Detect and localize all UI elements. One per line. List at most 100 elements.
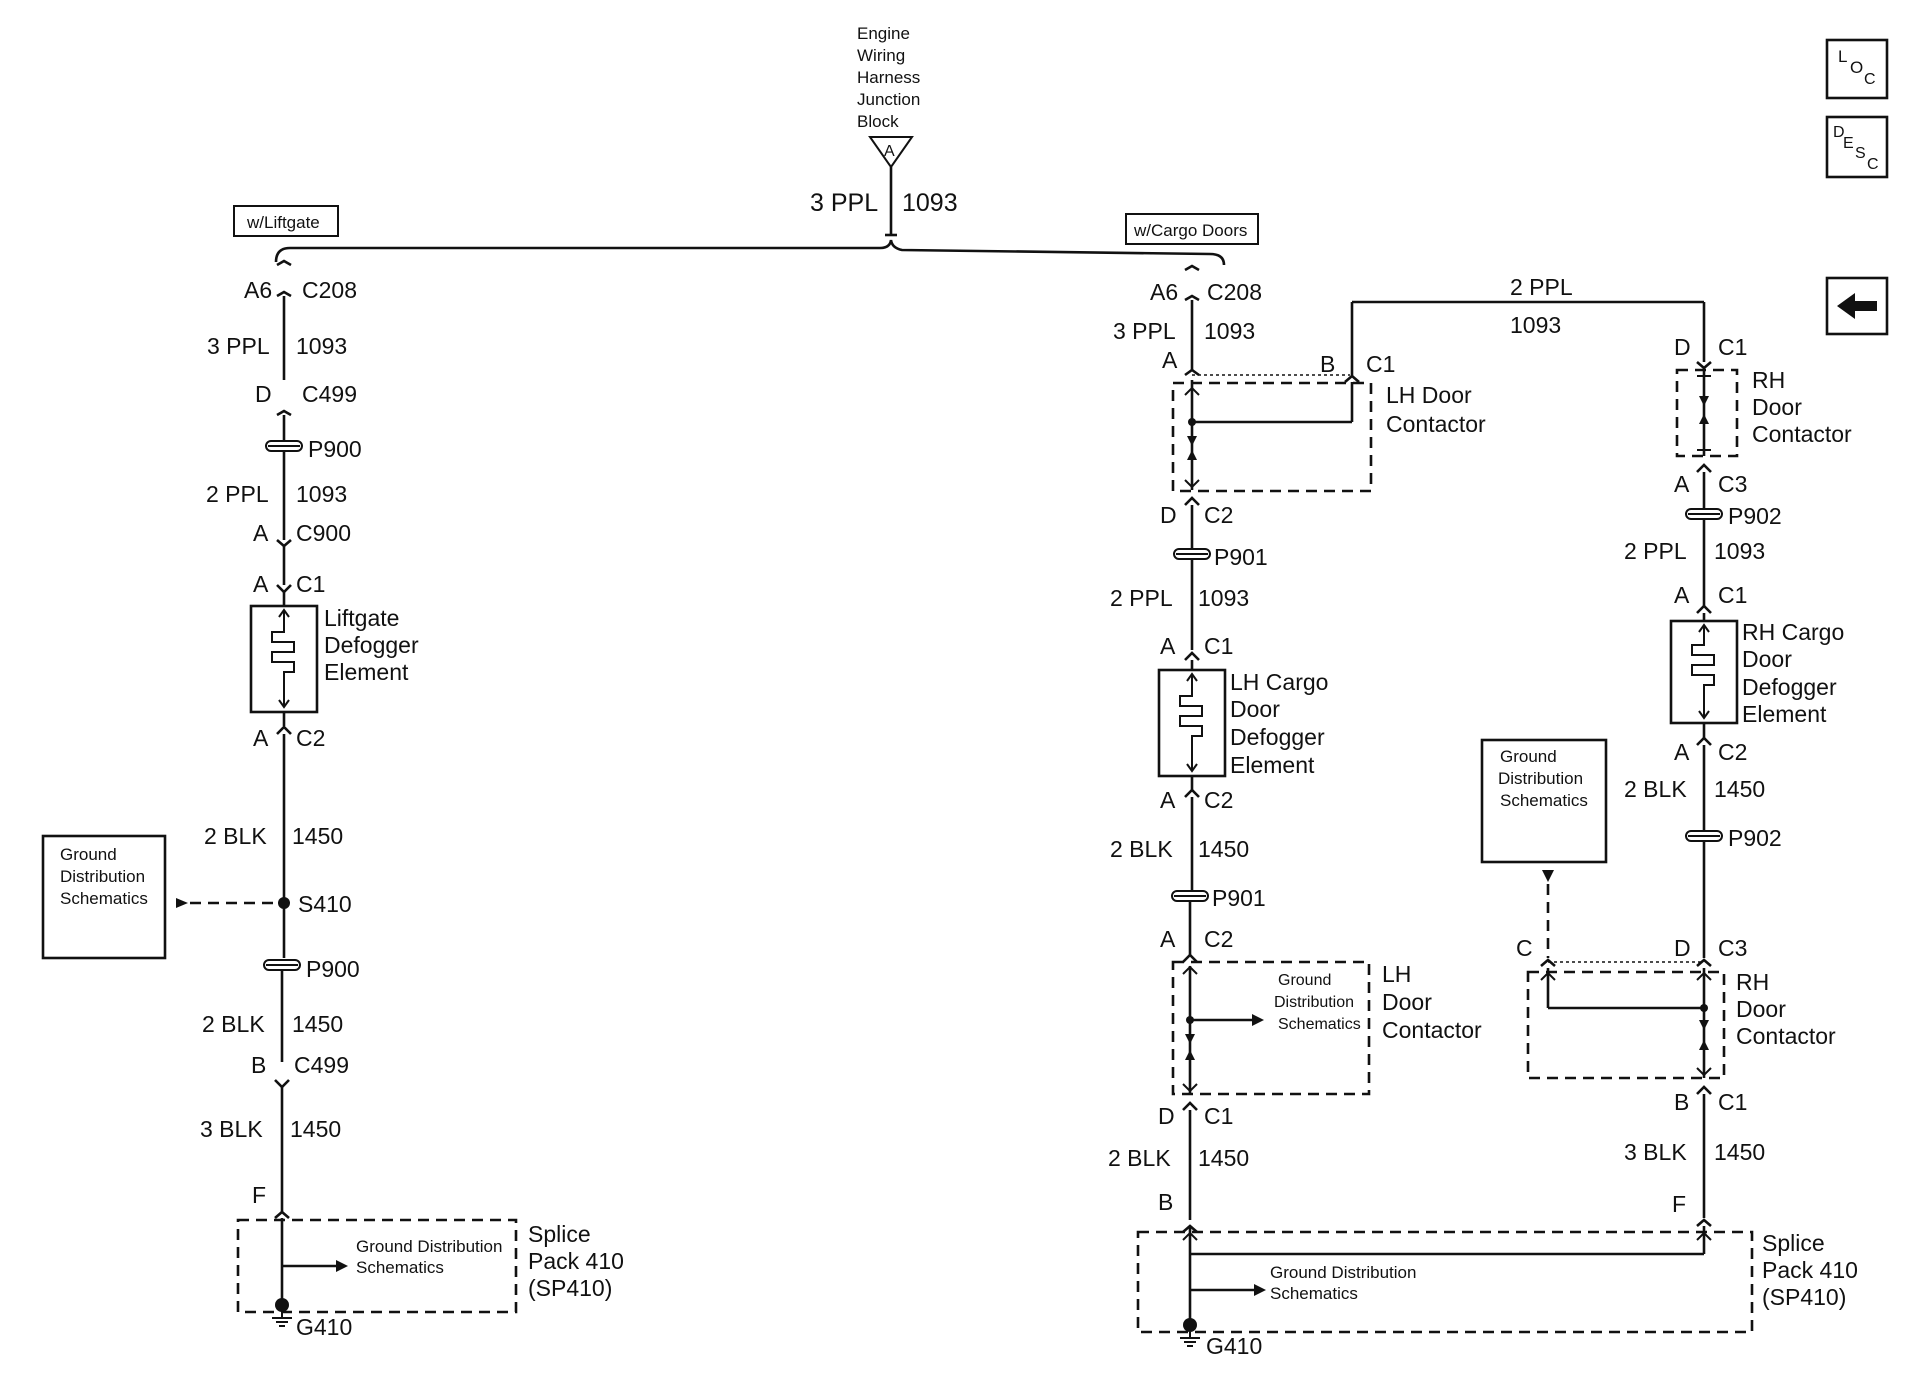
liftgate-splice-pack: Ground Distribution Schematics <box>236 1218 518 1314</box>
cargo-rh-ground-box-1: Ground <box>1500 747 1557 766</box>
cargo-lh-contactor2-ground-1: Ground <box>1278 972 1331 989</box>
cargo-rh-p902-top-connector-icon <box>1685 508 1723 520</box>
cargo-lh-circuit-3: 1450 <box>1198 836 1249 862</box>
cargo-lh-circuit: A6 C208 3 PPL 1093 A B C1 LH Door Contac… <box>1108 264 1486 1233</box>
cargo-lh-sp-pin: B <box>1158 1189 1173 1215</box>
cargo-rh-c3-pin: A <box>1674 471 1690 497</box>
liftgate-element-label-3: Element <box>324 659 409 685</box>
cargo-rh-circuit-3: 1450 <box>1714 1139 1765 1165</box>
liftgate-c499b: C499 <box>294 1052 349 1078</box>
liftgate-s410: S410 <box>298 891 352 917</box>
liftgate-c900-pin: A <box>253 520 269 546</box>
cargo-lh-element-label-4: Element <box>1230 752 1315 778</box>
cargo-rh-circuit-1: 1093 <box>1714 538 1765 564</box>
left-arrow-icon <box>1837 293 1877 319</box>
liftgate-sp-label-3: (SP410) <box>528 1275 612 1301</box>
cargo-lh-door-contactor-top <box>1171 374 1373 493</box>
cargo-rh-contactor2-label-2: Door <box>1736 996 1786 1022</box>
liftgate-gauge-2: 2 PPL <box>206 481 269 507</box>
junction-circuit: 1093 <box>902 189 958 217</box>
cargo-lh-p901-top: P901 <box>1214 544 1268 570</box>
cargo-rh-contactor2-label-1: RH <box>1736 969 1769 995</box>
g410-ground-icon <box>1180 1332 1200 1347</box>
cargo-lh-el-c1: C1 <box>1204 633 1233 659</box>
cargo-lh-circuit-2: 1093 <box>1198 585 1249 611</box>
option-liftgate-box: w/Liftgate <box>233 205 339 237</box>
cargo-rh-element-label-2: Door <box>1742 646 1792 672</box>
cargo-lh-circuit-4: 1450 <box>1198 1145 1249 1171</box>
liftgate-sp-ground-2: Schematics <box>356 1258 444 1277</box>
option-bracket <box>274 239 1226 266</box>
cargo-rh-el-c2: C2 <box>1718 739 1747 765</box>
cargo-rh-defogger-element <box>1669 619 1739 725</box>
junction-block: Engine Wiring Harness Junction Block A 3… <box>233 24 1259 266</box>
cargo-lh-p901-top-connector-icon <box>1173 548 1211 560</box>
cargo-rh-ground-distribution-box: Ground Distribution Schematics <box>1480 738 1608 864</box>
cargo-lh-c208-pin: A6 <box>1150 279 1178 305</box>
cargo-rh-ground-box-2: Distribution <box>1498 769 1583 788</box>
junction-label-3: Harness <box>857 68 920 87</box>
cargo-lh-contactor-label-1: LH Door <box>1386 382 1472 408</box>
cargo-sp-label-1: Splice <box>1762 1230 1825 1256</box>
cargo-lh-contactor2-label-3: Contactor <box>1382 1017 1482 1043</box>
cargo-rh-c3b: C3 <box>1718 935 1747 961</box>
cargo-lh-contactor-label-2: Contactor <box>1386 411 1486 437</box>
cargo-rh-ground-box-3: Schematics <box>1500 791 1588 810</box>
cargo-rh-gauge-3: 3 BLK <box>1624 1139 1687 1165</box>
cargo-rh-gauge-1: 2 PPL <box>1624 538 1687 564</box>
liftgate-sp-label-1: Splice <box>528 1221 591 1247</box>
cargo-lh-circuit-1: 1093 <box>1204 318 1255 344</box>
cargo-rh-sp-pin: F <box>1672 1191 1686 1217</box>
liftgate-ground-box-2: Distribution <box>60 867 145 886</box>
cargo-lh-c1b-pin: D <box>1158 1103 1175 1129</box>
liftgate-c2: C2 <box>296 725 325 751</box>
cargo-rh-el-c1: C1 <box>1718 582 1747 608</box>
junction-label-2: Wiring <box>857 46 905 65</box>
loc-button[interactable]: L O C <box>1825 38 1889 100</box>
liftgate-circuit: A6 C208 3 PPL 1093 D C499 P900 2 PPL 109… <box>41 259 624 1340</box>
liftgate-defogger-element <box>249 604 319 714</box>
loc-label-o: O <box>1850 58 1863 77</box>
liftgate-sp-ground-1: Ground Distribution <box>356 1237 502 1256</box>
liftgate-sp-pin: F <box>252 1182 266 1208</box>
loc-label-c: C <box>1864 71 1876 88</box>
cargo-rh-el-c2-pin: A <box>1674 739 1690 765</box>
cargo-sp-g410: G410 <box>1206 1333 1262 1359</box>
junction-label-4: Junction <box>857 90 920 109</box>
liftgate-c1: C1 <box>296 571 325 597</box>
cargo-lh-contactor2-label-1: LH <box>1382 961 1411 987</box>
desc-label-s: S <box>1855 145 1866 162</box>
cargo-rh-gauge-2: 2 BLK <box>1624 776 1687 802</box>
liftgate-c208: C208 <box>302 277 357 303</box>
liftgate-c2-pin: A <box>253 725 269 751</box>
cargo-sp-ground-2: Schematics <box>1270 1284 1358 1303</box>
desc-label-e: E <box>1843 135 1854 152</box>
option-cargo-doors: w/Cargo Doors <box>1133 221 1247 240</box>
cargo-rh-p902-bottom-connector-icon <box>1685 830 1723 842</box>
cargo-rh-c1: C1 <box>1718 334 1747 360</box>
cargo-lh-gauge-4: 2 BLK <box>1108 1145 1171 1171</box>
cargo-lh-gauge-2: 2 PPL <box>1110 585 1173 611</box>
cargo-rh-circuit-2: 1450 <box>1714 776 1765 802</box>
cargo-rh-contactor-label-3: Contactor <box>1752 421 1852 447</box>
liftgate-circuit-1: 1093 <box>296 333 347 359</box>
cargo-lh-c2b: C2 <box>1204 926 1233 952</box>
junction-triangle-icon <box>868 136 914 169</box>
cargo-rh-element-label-3: Defogger <box>1742 674 1837 700</box>
liftgate-circuit-2: 1093 <box>296 481 347 507</box>
back-button[interactable] <box>1825 276 1889 336</box>
liftgate-circuit-5: 1450 <box>290 1116 341 1142</box>
liftgate-sp-label-2: Pack 410 <box>528 1248 624 1274</box>
liftgate-circuit-4: 1450 <box>292 1011 343 1037</box>
cargo-lh-contactor2-ground-3: Schematics <box>1278 1016 1361 1033</box>
liftgate-gauge-3: 2 BLK <box>204 823 267 849</box>
liftgate-c208-pin: A6 <box>244 277 272 303</box>
junction-terminal: A <box>884 143 895 160</box>
desc-button[interactable]: D E S C <box>1825 115 1889 179</box>
heater-grid-icon <box>271 610 295 706</box>
liftgate-c499b-pin: B <box>251 1052 266 1078</box>
cargo-rh-circuit: D C1 RH Door Contactor A C3 P902 2 PPL 1… <box>1480 334 1852 1227</box>
cargo-rh-c1-pin: D <box>1674 334 1691 360</box>
cargo-rh-p902-top: P902 <box>1728 503 1782 529</box>
